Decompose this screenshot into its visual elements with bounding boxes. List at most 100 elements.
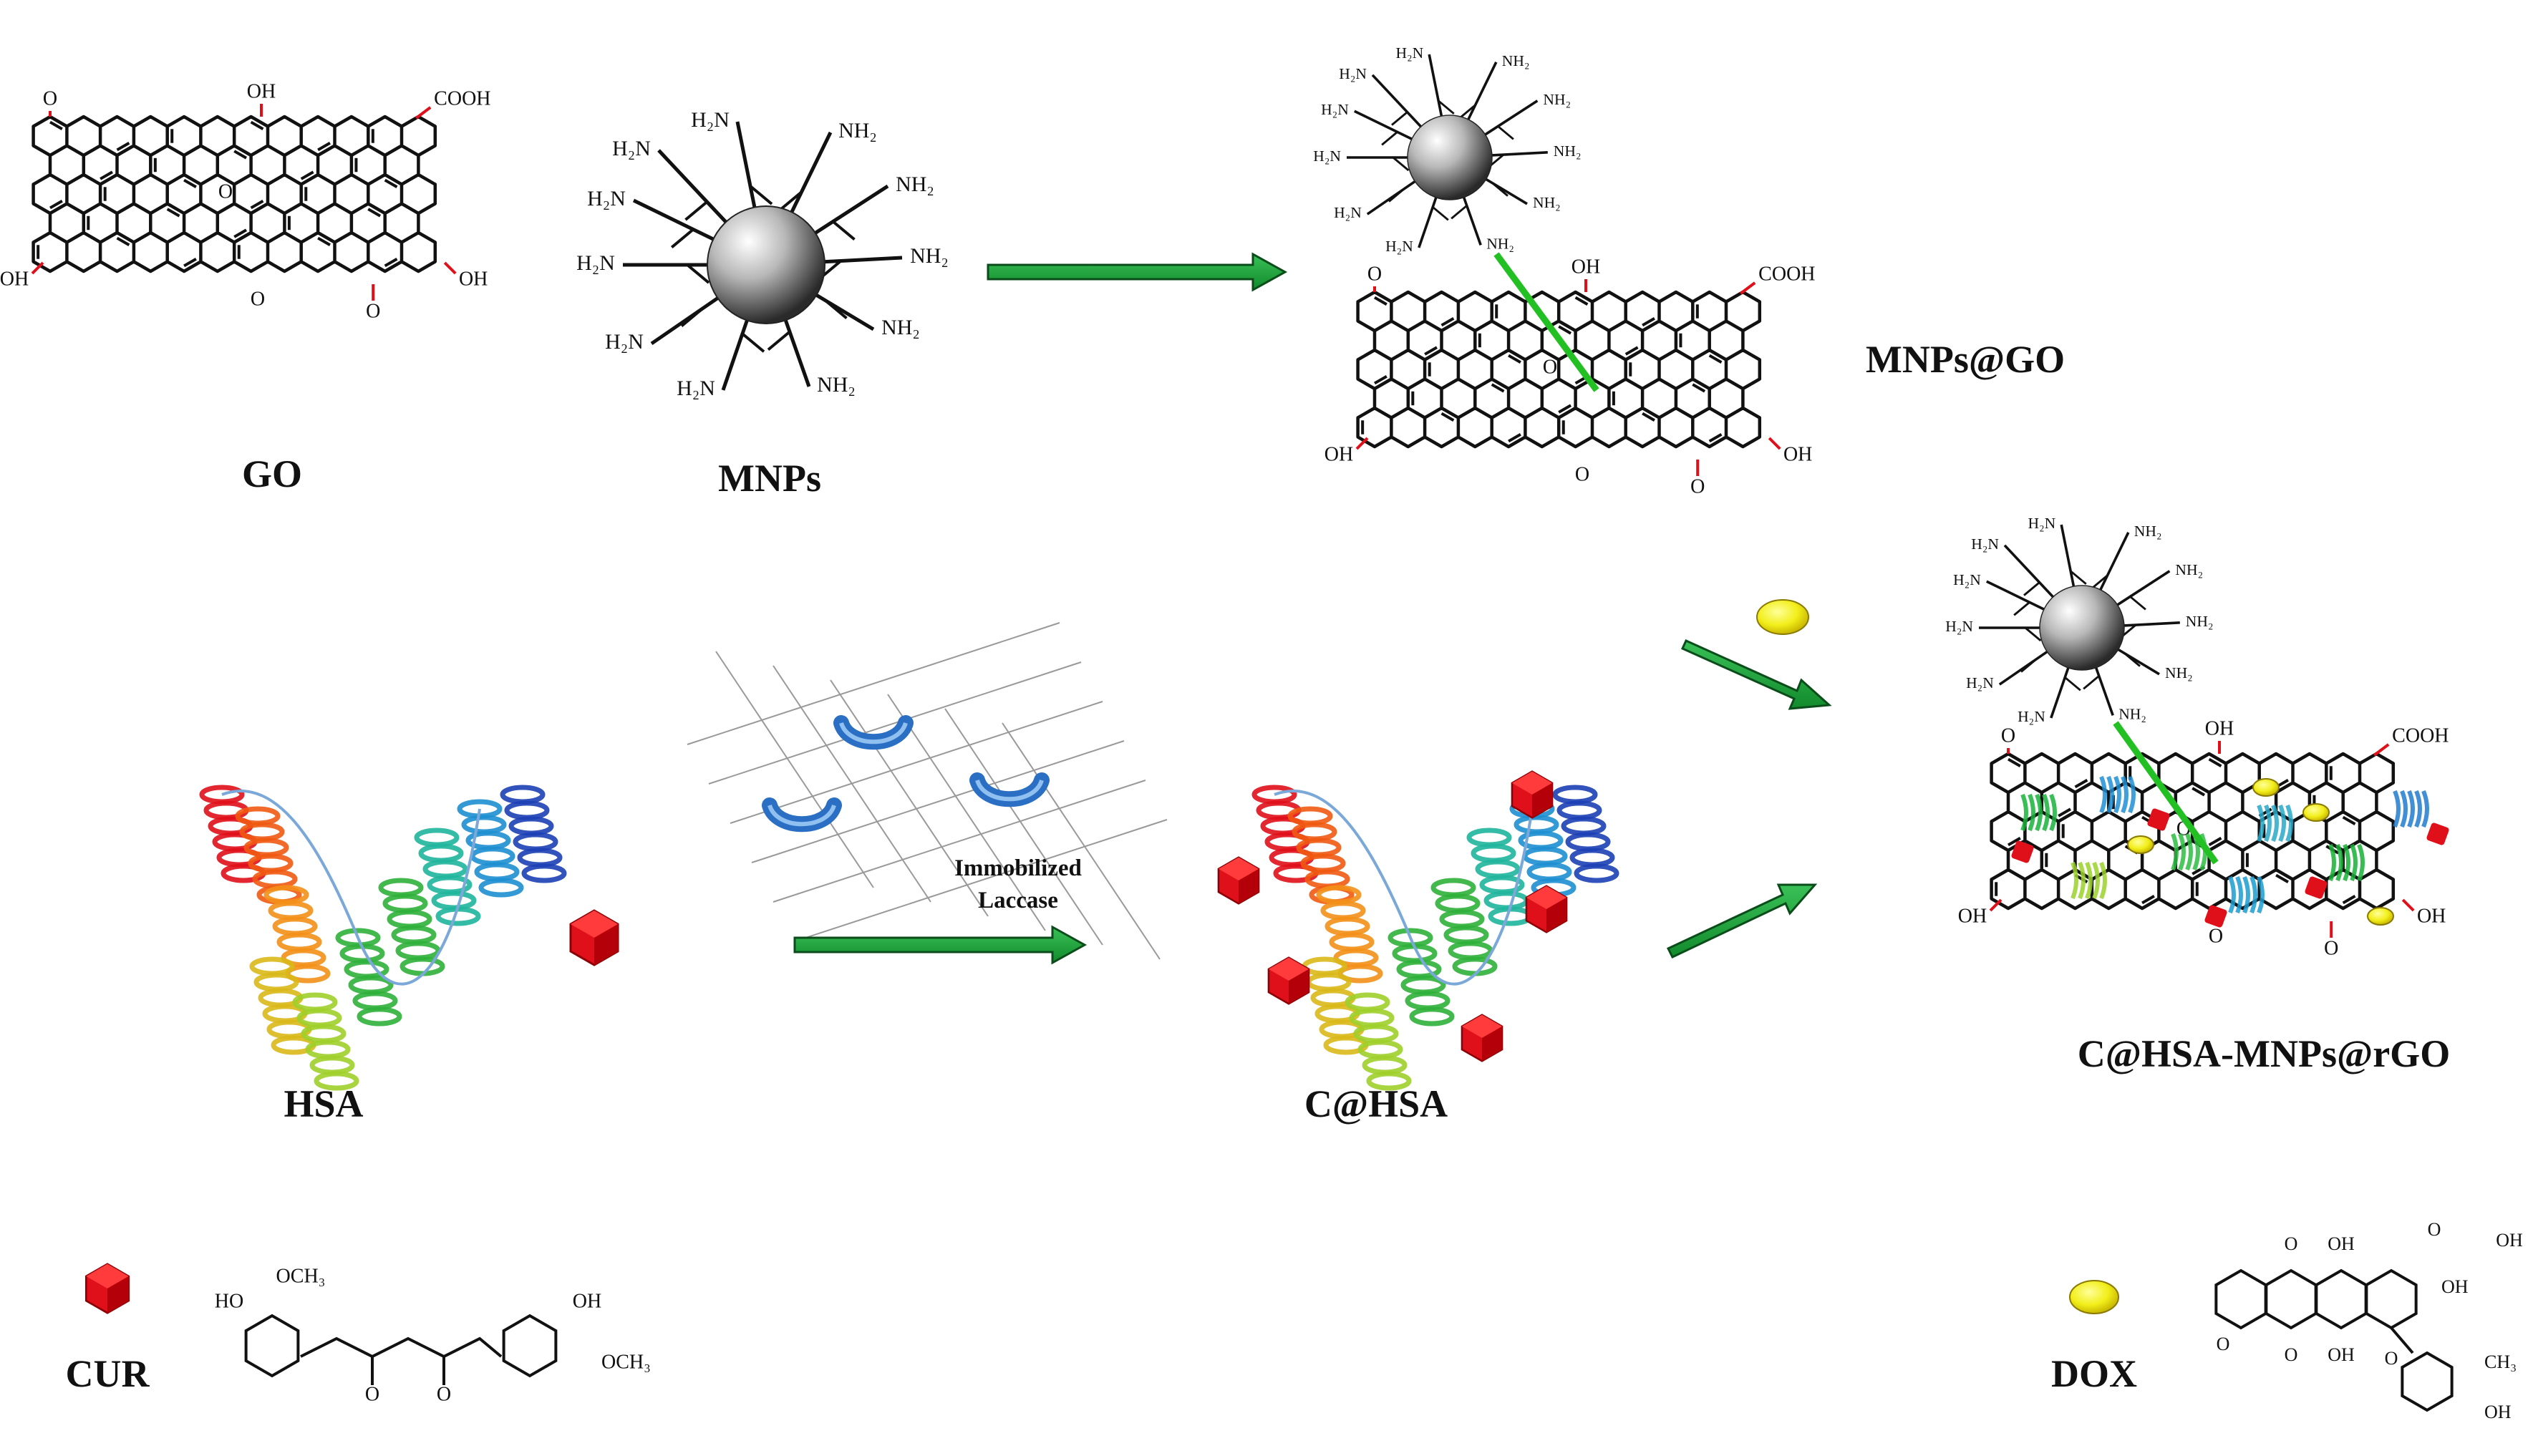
ketone-oxygen: O: [365, 1383, 379, 1405]
carboxyl-group: COOH: [1758, 263, 1815, 285]
amine-group: NH₂: [2165, 664, 2193, 681]
hydroxyl-group: HO: [215, 1290, 243, 1312]
curcumin-particle: [1511, 770, 1554, 819]
hydroxyl-group: OH: [1324, 443, 1353, 465]
amine-group: NH₂: [1486, 235, 1514, 252]
curcumin-legend-icon: [84, 1263, 130, 1314]
loaded-protein-drug-cluster: [2011, 775, 2449, 928]
amine-group: H₂N: [1339, 65, 1367, 82]
amine-group: NH₂: [1502, 52, 1530, 69]
hydroxyl-group: OH: [2205, 717, 2234, 739]
amine-group: H₂N: [612, 137, 651, 160]
epoxide-oxygen: O: [218, 180, 233, 203]
methoxy-group: OCH₃: [601, 1351, 651, 1373]
hydroxyl-group: OH: [1571, 256, 1600, 278]
hydroxyl-group: OH: [2328, 1233, 2355, 1254]
oxygen-atom: O: [2001, 724, 2015, 747]
amine-group: NH₂: [2186, 613, 2214, 630]
amine-group: H₂N: [1334, 204, 1362, 221]
curcumin-particle: [1267, 956, 1310, 1005]
amine-group: H₂N: [1385, 238, 1413, 255]
curcumin-particle: [569, 909, 619, 966]
carboxyl-group: COOH: [2392, 724, 2449, 747]
curcumin-particle: [1525, 885, 1568, 933]
methoxy-oxygen: O: [2217, 1334, 2230, 1354]
hydroxyl-group: OH: [459, 268, 488, 290]
epoxide-oxygen: O: [1575, 463, 1589, 485]
hydroxyl-group: OH: [2484, 1402, 2512, 1422]
ketone-oxygen: O: [437, 1383, 451, 1405]
hsa-protein-loaded: [1217, 770, 1619, 1091]
amine-group: NH₂: [1554, 142, 1582, 160]
amine-group: NH₂: [896, 173, 934, 196]
label-dox: DOX: [2051, 1352, 2137, 1395]
amine-group: H₂N: [1313, 147, 1341, 165]
label-cur: CUR: [66, 1352, 150, 1395]
immobilized-laccase-grid: [687, 622, 1168, 960]
dox-legend-icon: [2069, 1280, 2119, 1314]
label-mnps: MNPs: [718, 457, 821, 500]
amine-group: NH₂: [817, 373, 856, 397]
amine-group: H₂N: [691, 108, 730, 132]
amine-group: H₂N: [2018, 708, 2045, 725]
amine-group: NH₂: [2118, 705, 2146, 722]
ketone-oxygen: O: [2428, 1219, 2441, 1240]
quinone-oxygen: O: [2285, 1233, 2298, 1254]
amine-group: NH₂: [2134, 523, 2162, 540]
methyl-group: CH₃: [2484, 1351, 2517, 1372]
methoxy-group: OCH₃: [276, 1265, 326, 1287]
hydroxyl-group: OH: [1958, 905, 1987, 927]
epoxide-oxygen: O: [2209, 925, 2223, 947]
label-c-hsa: C@HSA: [1304, 1082, 1448, 1125]
hydroxyl-group: OH: [2417, 905, 2446, 927]
reaction-arrow-3: [793, 925, 1088, 965]
amine-group: H₂N: [1395, 44, 1423, 62]
amine-group: H₂N: [1321, 101, 1349, 118]
label-final: C@HSA-MNPs@rGO: [2078, 1032, 2450, 1075]
label-mnps-go: MNPs@GO: [1866, 338, 2065, 381]
covalent-link: [2113, 721, 2219, 865]
label-laccase-1: Immobilized: [954, 855, 1082, 881]
epoxide-oxygen: O: [1543, 356, 1557, 378]
amine-group: NH₂: [1543, 91, 1571, 108]
glycoside-oxygen: O: [2385, 1348, 2398, 1369]
amine-group: NH₂: [838, 119, 877, 142]
label-hsa: HSA: [284, 1082, 363, 1125]
amine-group: H₂N: [1971, 535, 1999, 553]
hydroxyl-group: OH: [2496, 1230, 2523, 1251]
oxygen-atom: O: [2324, 937, 2338, 959]
amine-group: H₂N: [1945, 618, 1973, 635]
reaction-arrow-4: [1666, 883, 1818, 958]
amine-group: H₂N: [1953, 571, 1981, 588]
oxygen-atom: O: [43, 87, 57, 110]
hydroxyl-group: OH: [1783, 443, 1812, 465]
quinone-oxygen: O: [2285, 1344, 2298, 1365]
amine-group: H₂N: [677, 377, 715, 400]
amine-group: NH₂: [1533, 194, 1561, 211]
hydroxyl-group: OH: [0, 268, 29, 290]
curcumin-particle: [1217, 856, 1260, 905]
curcumin-particle: [1461, 1014, 1503, 1062]
carboxyl-group: COOH: [434, 87, 490, 110]
label-laccase-2: Laccase: [978, 888, 1058, 913]
oxygen-atom: O: [1690, 475, 1705, 498]
amine-group: H₂N: [587, 187, 626, 210]
covalent-link: [1493, 252, 1599, 392]
reaction-arrow-2: [1681, 639, 1832, 710]
hsa-protein: [199, 785, 567, 1091]
amine-group: H₂N: [605, 330, 644, 354]
dox-particle: [1756, 599, 1809, 635]
hydroxyl-group: OH: [2328, 1344, 2355, 1365]
hydroxyl-group: OH: [247, 80, 276, 102]
amine-group: NH₂: [2175, 561, 2203, 578]
amine-group: H₂N: [2028, 515, 2055, 532]
oxygen-atom: O: [366, 300, 380, 322]
